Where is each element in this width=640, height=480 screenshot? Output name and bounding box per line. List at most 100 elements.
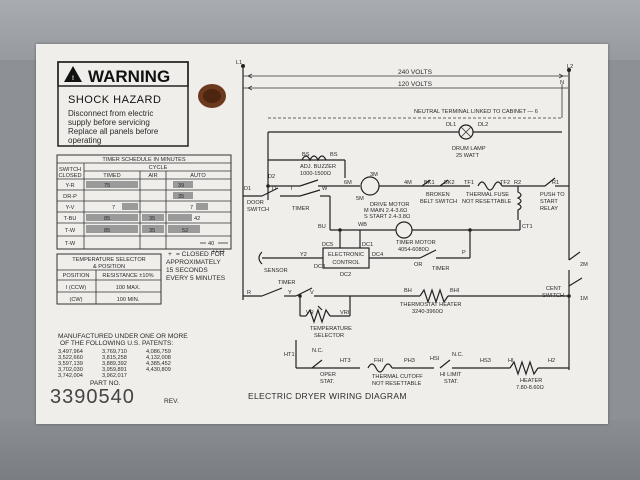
lbl-hl-2: STAT. — [444, 379, 459, 385]
val-tbu-timed: 85 — [104, 216, 110, 222]
patent-c1-3: 3,597,139 — [58, 361, 83, 367]
schedule-title: TIMER SCHEDULE IN MINUTES — [102, 157, 186, 163]
lbl-bu: BU — [318, 224, 326, 230]
lbl-vri: VRI — [340, 310, 350, 316]
ts-title-2: & POSITION — [93, 264, 125, 270]
relay-coil — [516, 186, 522, 220]
schedule-row-4: T-BU — [64, 216, 77, 222]
lbl-timer-2: TIMER — [432, 266, 449, 272]
lbl-fh1: FHI — [374, 358, 383, 364]
schedule-row-6: T-W — [65, 241, 76, 247]
lbl-2m: 2M — [580, 262, 588, 268]
lbl-ts-2: SELECTOR — [314, 333, 344, 339]
lbl-ph3: PH3 — [404, 358, 415, 364]
ts-row2-res: 100 MIN. — [117, 297, 140, 303]
lbl-drive-2: M MAIN 2.4-3.6Ω — [364, 208, 407, 214]
rust-spot-core — [203, 89, 221, 103]
legend-line-2: APPROXIMATELY — [166, 259, 221, 266]
lbl-or: OR — [414, 262, 422, 268]
lbl-bk1: BK1 — [424, 180, 435, 186]
val-tw2-auto: 40 — [208, 241, 214, 247]
schedule-col-timed: TIMED — [103, 173, 120, 179]
lbl-tf2: TF2 — [500, 180, 510, 186]
patent-c1-2: 3,522,660 — [58, 355, 83, 361]
bar-tw1-air — [142, 225, 164, 233]
lbl-tfuse-2: NOT RESETTABLE — [462, 199, 511, 205]
pulse-marks: ++++ — [212, 249, 225, 255]
lbl-y: Y — [288, 290, 292, 296]
part-number-block: PART NO. 3390540 REV. — [50, 380, 179, 408]
lbl-nc2: N.C. — [452, 352, 464, 358]
lbl-ht3: HT3 — [340, 358, 351, 364]
lbl-w: W — [322, 186, 328, 192]
schedule-col-air: AIR — [148, 173, 157, 179]
lbl-drum-lamp-2: 25 WATT — [456, 153, 480, 159]
lbl-tfuse-1: THERMAL FUSE — [466, 192, 509, 198]
bar-tw1-timed — [86, 225, 138, 233]
bar-tbu-air — [142, 214, 164, 221]
bar-tw1-auto — [168, 225, 200, 233]
lbl-dc3: DC3 — [314, 264, 325, 270]
lbl-buzzer-1: ADJ. BUZZER — [300, 164, 336, 170]
schedule-row-5: T-W — [65, 228, 76, 234]
val-tbu-air: 35 — [149, 216, 155, 222]
lbl-cent-1: CENT — [546, 286, 562, 292]
panel-bottom — [0, 420, 640, 480]
lbl-door-2: SWITCH — [247, 207, 269, 213]
buzzer-coil — [301, 155, 327, 162]
lbl-tm-1: TIMER MOTOR — [396, 240, 436, 246]
warning-line-1: Disconnect from electric — [68, 109, 153, 118]
warning-subtitle: SHOCK HAZARD — [68, 94, 161, 106]
patent-c2-5: 3,962,017 — [102, 373, 127, 379]
lbl-120: 120 VOLTS — [398, 81, 433, 88]
lbl-r: R — [247, 290, 251, 296]
warning-line-2: supply before servicing — [68, 118, 150, 127]
lbl-th-1: THERMOSTAT HEATER — [400, 302, 461, 308]
lbl-dc4: DC4 — [372, 252, 383, 258]
lbl-t: T — [290, 186, 294, 192]
heater-element — [509, 360, 539, 376]
patent-c2-3: 3,889,392 — [102, 361, 127, 367]
lbl-oper-1: OPER — [320, 372, 336, 378]
lbl-3m: 3M — [370, 172, 378, 178]
patent-c1-1: 3,497,964 — [58, 349, 83, 355]
lbl-heater-1: HEATER — [520, 378, 542, 384]
lbl-hl-1: HI LIMIT — [440, 372, 462, 378]
lbl-hs1: HSI — [430, 356, 440, 362]
warning-icon-mark: ! — [72, 75, 74, 82]
lbl-door-1: DOOR — [247, 200, 264, 206]
patent-c2-4: 3,959,891 — [102, 367, 127, 373]
legend-line-4: EVERY 5 MINUTES — [166, 275, 226, 282]
diagram-title: ELECTRIC DRYER WIRING DIAGRAM — [248, 391, 407, 401]
lbl-bs: BS — [302, 152, 310, 158]
thermal-cutoff — [367, 363, 393, 373]
lbl-1m: 1M — [580, 296, 588, 302]
patent-c2-2: 3,815,258 — [102, 355, 127, 361]
lbl-neutral: NEUTRAL TERMINAL LINKED TO CABINET — 6 — [414, 109, 538, 115]
warning-line-4: operating — [68, 136, 101, 145]
timer-schedule-table: TIMER SCHEDULE IN MINUTES SWITCH CLOSED … — [56, 154, 232, 255]
lbl-r1: R1 — [552, 180, 559, 186]
patent-c1-4: 3,702,030 — [58, 367, 83, 373]
patent-c2-1: 3,769,710 — [102, 349, 127, 355]
patent-c1-5: 3,742,004 — [58, 373, 83, 379]
thermal-fuse — [477, 181, 503, 191]
lbl-belt-1: BROKEN — [426, 192, 450, 198]
lbl-ct1: CT1 — [522, 224, 533, 230]
lbl-ht1: HT1 — [284, 352, 295, 358]
lbl-r2: R2 — [514, 180, 521, 186]
schedule-col-closed: CLOSED — [58, 173, 81, 179]
schedule-row-2: DR-P — [63, 194, 77, 200]
wiring-lines — [241, 64, 583, 376]
lbl-n: N — [560, 80, 564, 86]
diagram-labels: L1 L2 N 240 VOLTS 120 VOLTS NEUTRAL TERM… — [236, 60, 588, 391]
lbl-l1: L1 — [236, 60, 242, 66]
lbl-buzzer-2: 1000-1500Ω — [300, 171, 331, 177]
lbl-p: P — [462, 250, 466, 256]
bar-yv-auto — [196, 203, 208, 210]
lbl-bs2: BS — [330, 152, 338, 158]
lbl-hi: HI — [508, 358, 514, 364]
ts-col-position: POSITION — [63, 273, 90, 279]
lbl-th-2: 3240-3960Ω — [412, 309, 443, 315]
ts-row1-res: 100 MAX. — [116, 285, 141, 291]
